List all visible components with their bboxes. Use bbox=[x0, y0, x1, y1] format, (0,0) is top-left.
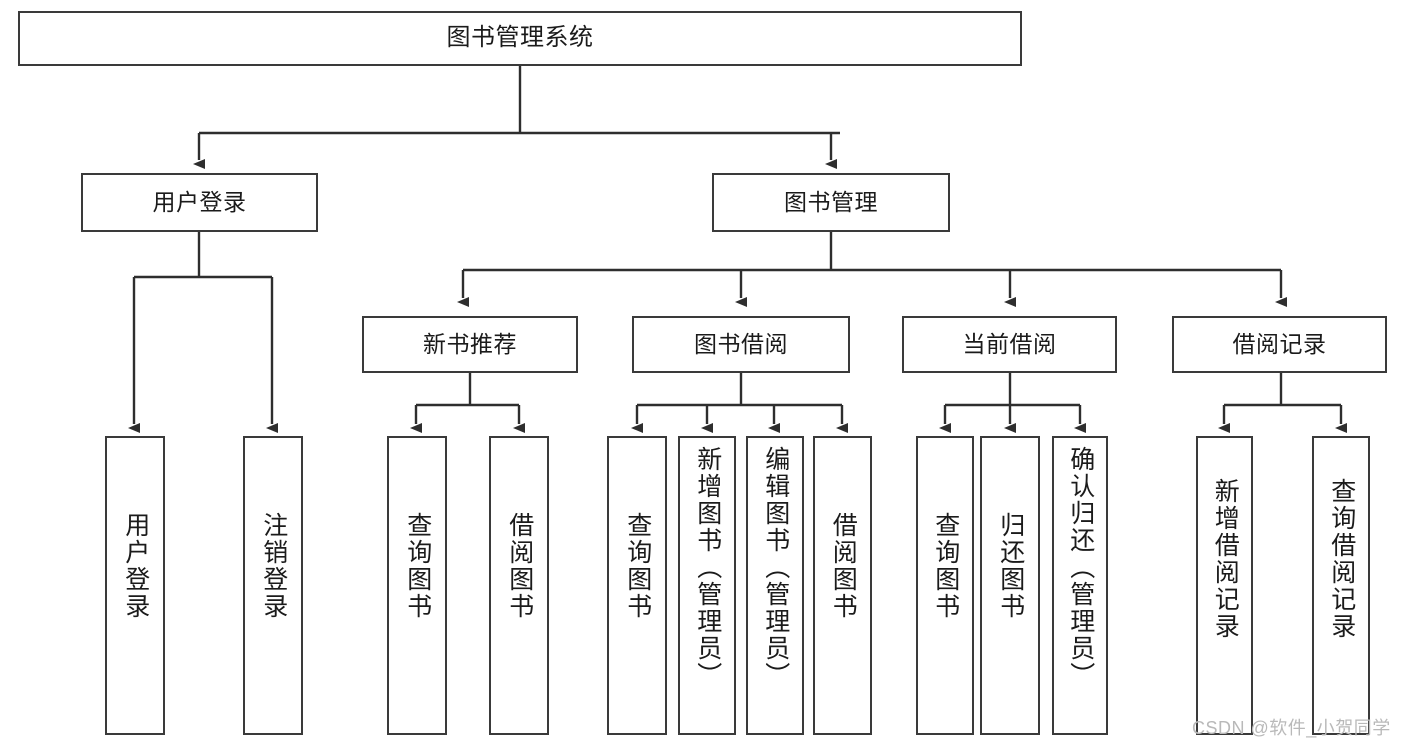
node-leaf-query-book-3[interactable]: 查询图书 bbox=[916, 436, 974, 735]
node-borrow-record-label: 借阅记录 bbox=[1232, 330, 1327, 357]
node-book-borrow-label: 图书借阅 bbox=[694, 330, 788, 357]
node-leaf-borrow-book-1-label: 借阅图书 bbox=[505, 512, 534, 620]
node-leaf-return-book[interactable]: 归还图书 bbox=[980, 436, 1040, 735]
node-borrow-record[interactable]: 借阅记录 bbox=[1172, 316, 1387, 373]
node-leaf-query-book-1-label: 查询图书 bbox=[403, 512, 432, 620]
node-leaf-borrow-book-2-label: 借阅图书 bbox=[829, 512, 858, 620]
node-leaf-user-login-label: 用户登录 bbox=[121, 512, 150, 620]
node-leaf-query-book-3-label: 查询图书 bbox=[931, 512, 960, 620]
node-book-borrow[interactable]: 图书借阅 bbox=[632, 316, 850, 373]
node-new-book-recommend-label: 新书推荐 bbox=[423, 330, 517, 357]
node-leaf-add-borrow-record[interactable]: 新增借阅记录 bbox=[1196, 436, 1253, 735]
node-leaf-query-borrow-record[interactable]: 查询借阅记录 bbox=[1312, 436, 1370, 735]
node-leaf-edit-book-admin[interactable]: 编辑图书（管理员） bbox=[746, 436, 804, 735]
node-leaf-query-borrow-record-label: 查询借阅记录 bbox=[1327, 478, 1356, 640]
node-leaf-logout-login[interactable]: 注销登录 bbox=[243, 436, 303, 735]
csdn-watermark: CSDN @软件_小贺同学 bbox=[1192, 718, 1391, 738]
node-new-book-recommend[interactable]: 新书推荐 bbox=[362, 316, 578, 373]
node-root[interactable]: 图书管理系统 bbox=[18, 11, 1022, 66]
node-leaf-confirm-return-admin-label: 确认归还（管理员） bbox=[1066, 446, 1095, 689]
node-leaf-add-borrow-record-label: 新增借阅记录 bbox=[1211, 478, 1240, 640]
node-user-login-label: 用户登录 bbox=[152, 188, 247, 215]
node-current-borrow-label: 当前借阅 bbox=[962, 330, 1057, 357]
node-user-login[interactable]: 用户登录 bbox=[81, 173, 318, 232]
node-book-management[interactable]: 图书管理 bbox=[712, 173, 950, 232]
node-leaf-query-book-2-label: 查询图书 bbox=[623, 512, 652, 620]
node-leaf-return-book-label: 归还图书 bbox=[996, 512, 1025, 620]
node-leaf-borrow-book-2[interactable]: 借阅图书 bbox=[813, 436, 872, 735]
node-leaf-confirm-return-admin[interactable]: 确认归还（管理员） bbox=[1052, 436, 1108, 735]
node-leaf-add-book-admin[interactable]: 新增图书（管理员） bbox=[678, 436, 736, 735]
node-leaf-user-login[interactable]: 用户登录 bbox=[105, 436, 165, 735]
node-current-borrow[interactable]: 当前借阅 bbox=[902, 316, 1117, 373]
node-leaf-query-book-2[interactable]: 查询图书 bbox=[607, 436, 667, 735]
node-leaf-borrow-book-1[interactable]: 借阅图书 bbox=[489, 436, 549, 735]
node-leaf-add-book-admin-label: 新增图书（管理员） bbox=[693, 446, 722, 689]
node-leaf-edit-book-admin-label: 编辑图书（管理员） bbox=[761, 446, 790, 689]
node-root-label: 图书管理系统 bbox=[446, 24, 594, 52]
node-leaf-logout-login-label: 注销登录 bbox=[259, 512, 288, 620]
node-book-management-label: 图书管理 bbox=[784, 188, 878, 215]
node-leaf-query-book-1[interactable]: 查询图书 bbox=[387, 436, 447, 735]
